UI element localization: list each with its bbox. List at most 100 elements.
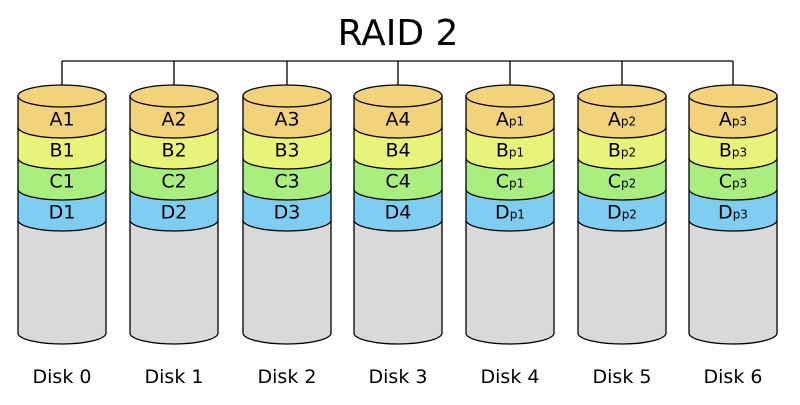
block-label-subscript: p2 <box>621 177 636 191</box>
block-c-segment <box>129 157 219 201</box>
block-label-subscript: p2 <box>621 115 636 129</box>
block-label-c: C4 <box>385 171 410 193</box>
disk-name-label: Disk 6 <box>704 366 763 388</box>
block-label-main: B <box>608 140 621 162</box>
block-b-segment <box>577 126 667 170</box>
block-label-subscript: p2 <box>622 208 637 222</box>
block-label-main: C2 <box>161 171 186 193</box>
block-label-main: C <box>496 171 509 193</box>
block-b-segment <box>242 126 332 170</box>
block-label-subscript: p3 <box>732 115 747 129</box>
block-label-a: A3 <box>274 109 299 131</box>
block-label-b: Bp3 <box>719 140 747 162</box>
block-label-b: B3 <box>274 140 299 162</box>
block-b-segment <box>465 126 555 170</box>
block-label-main: C1 <box>49 171 74 193</box>
block-label-c: C3 <box>274 171 299 193</box>
block-label-main: B <box>719 140 732 162</box>
block-d-segment <box>577 188 667 232</box>
disk-empty-space <box>465 219 555 345</box>
block-c-segment <box>17 157 107 201</box>
disk-empty-space <box>242 219 332 345</box>
block-a-segment <box>688 95 778 139</box>
block-label-d: D1 <box>49 202 76 224</box>
block-label-b: B1 <box>49 140 74 162</box>
block-d-segment <box>129 188 219 232</box>
block-label-c: C2 <box>161 171 186 193</box>
block-label-main: A4 <box>385 109 410 131</box>
block-b-segment <box>17 126 107 170</box>
block-label-d: D4 <box>385 202 412 224</box>
block-label-a: Ap2 <box>608 109 636 131</box>
block-label-main: A <box>719 109 732 131</box>
block-label-main: D2 <box>161 202 188 224</box>
block-label-main: B3 <box>274 140 299 162</box>
block-label-b: B4 <box>385 140 410 162</box>
block-d-segment <box>242 188 332 232</box>
disk-top <box>129 84 219 108</box>
block-label-a: Ap1 <box>496 109 524 131</box>
block-label-main: D <box>607 202 622 224</box>
block-label-subscript: p1 <box>509 177 524 191</box>
disk-top <box>688 84 778 108</box>
disk-name-label: Disk 4 <box>481 366 540 388</box>
block-label-main: A <box>496 109 509 131</box>
block-label-main: C4 <box>385 171 410 193</box>
block-label-a: Ap3 <box>719 109 747 131</box>
block-label-main: A3 <box>274 109 299 131</box>
block-label-main: A2 <box>161 109 186 131</box>
block-d-segment <box>353 188 443 232</box>
controller-bus <box>61 60 734 96</box>
block-label-main: C3 <box>274 171 299 193</box>
block-label-main: B4 <box>385 140 410 162</box>
disk-name-label: Disk 0 <box>33 366 92 388</box>
block-a-segment <box>242 95 332 139</box>
block-c-segment <box>465 157 555 201</box>
block-label-a: A1 <box>49 109 74 131</box>
block-c-segment <box>688 157 778 201</box>
block-label-d: D3 <box>274 202 301 224</box>
disk-name-label: Disk 1 <box>145 366 204 388</box>
block-label-subscript: p1 <box>509 115 524 129</box>
disk-top <box>242 84 332 108</box>
block-label-subscript: p3 <box>733 208 748 222</box>
block-label-c: Cp1 <box>496 171 525 193</box>
block-label-a: A4 <box>385 109 410 131</box>
block-label-subscript: p1 <box>509 146 524 160</box>
block-label-d: Dp1 <box>495 202 525 224</box>
disk-top <box>577 84 667 108</box>
block-label-subscript: p1 <box>510 208 525 222</box>
disk-name-label: Disk 3 <box>369 366 428 388</box>
block-label-main: D4 <box>385 202 412 224</box>
block-label-main: A <box>608 109 621 131</box>
block-label-main: D <box>718 202 733 224</box>
block-d-segment <box>17 188 107 232</box>
block-c-segment <box>353 157 443 201</box>
block-label-main: B2 <box>161 140 186 162</box>
disk-empty-space <box>577 219 667 345</box>
block-label-main: B1 <box>49 140 74 162</box>
block-label-main: B <box>496 140 509 162</box>
block-c-segment <box>242 157 332 201</box>
block-label-main: D3 <box>274 202 301 224</box>
block-label-main: D1 <box>49 202 76 224</box>
disk-empty-space <box>129 219 219 345</box>
block-label-c: Cp2 <box>608 171 637 193</box>
block-b-segment <box>129 126 219 170</box>
disk-name-label: Disk 5 <box>593 366 652 388</box>
block-label-d: Dp3 <box>718 202 748 224</box>
disk-top <box>465 84 555 108</box>
block-label-subscript: p3 <box>732 177 747 191</box>
block-d-segment <box>688 188 778 232</box>
block-label-a: A2 <box>161 109 186 131</box>
block-label-main: D <box>495 202 510 224</box>
block-a-segment <box>17 95 107 139</box>
block-b-segment <box>353 126 443 170</box>
block-label-b: Bp1 <box>496 140 524 162</box>
